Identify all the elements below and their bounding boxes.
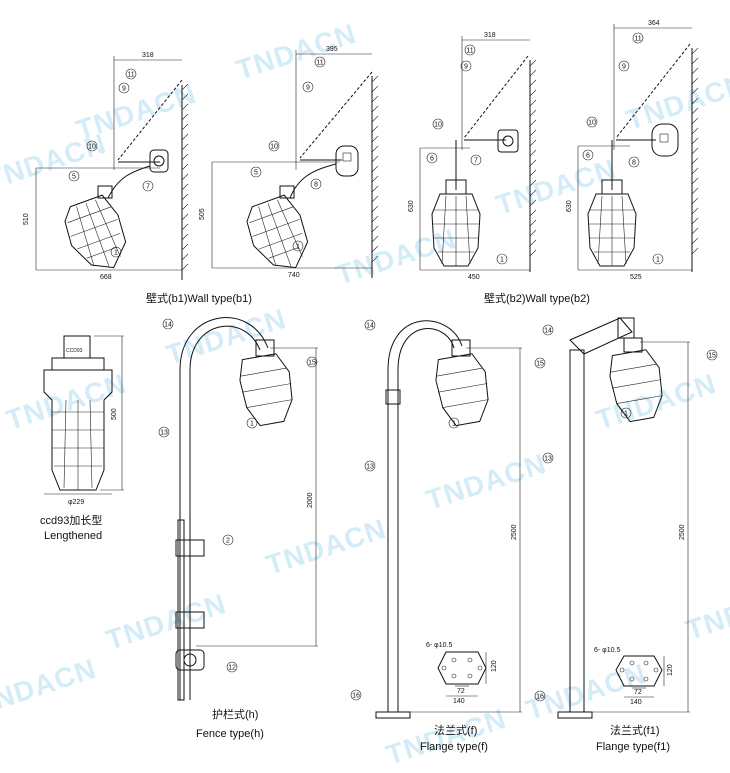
callout-1: 1 bbox=[624, 411, 628, 418]
flange-f-drawing: 2500 6- φ10.5 72 140 120 14 15 1 13 16 bbox=[350, 319, 546, 719]
dim-b2b-height: 630 bbox=[566, 200, 573, 212]
ccd93-drawing: CCD93 500 φ229 bbox=[43, 335, 124, 506]
dim-b1a-width: 668 bbox=[100, 274, 112, 281]
dim-b2a-top: 318 bbox=[484, 32, 496, 39]
callout-7: 7 bbox=[474, 158, 478, 165]
callout-10: 10 bbox=[270, 144, 278, 151]
callout-10: 10 bbox=[88, 144, 96, 151]
dim-b2a-height: 630 bbox=[408, 200, 415, 212]
caption-flange-f1-line1: 法兰式(f1) bbox=[610, 723, 660, 737]
callout-16: 16 bbox=[536, 694, 544, 701]
callout-6: 6 bbox=[586, 153, 590, 160]
wall-b2-drawing-b: 364 630 525 11 9 10 6 8 1 bbox=[566, 20, 699, 281]
callout-5: 5 bbox=[254, 170, 258, 177]
caption-ccd93-line1: ccd93加长型 bbox=[40, 513, 102, 527]
caption-flange-f-line2: Flange type(f) bbox=[420, 741, 488, 753]
callout-1: 1 bbox=[250, 421, 254, 428]
watermark-text: TNDACN bbox=[492, 153, 620, 221]
callout-10: 10 bbox=[434, 122, 442, 129]
watermark-text: TNDACN bbox=[262, 513, 390, 581]
caption-ccd93-line2: Lengthened bbox=[44, 530, 102, 542]
dim-flange-f-140: 140 bbox=[453, 698, 465, 705]
callout-1: 1 bbox=[452, 421, 456, 428]
caption-flange-f1-line2: Flange type(f1) bbox=[596, 741, 670, 753]
fence-type-drawing: 2000 14 15 1 13 2 12 bbox=[158, 317, 318, 701]
dim-b1a-top: 318 bbox=[142, 52, 154, 59]
callout-13: 13 bbox=[544, 456, 552, 463]
wall-b1-drawing-b: 395 505 740 11 9 10 5 8 1 bbox=[199, 46, 379, 279]
dim-b2b-top: 364 bbox=[648, 20, 660, 27]
callout-8: 8 bbox=[632, 160, 636, 167]
caption-flange-f-line1: 法兰式(f) bbox=[434, 723, 477, 737]
callout-14: 14 bbox=[544, 328, 552, 335]
dim-flange-f-holes: 6- φ10.5 bbox=[426, 642, 452, 649]
callout-7: 7 bbox=[146, 184, 150, 191]
dim-fence-height: 2000 bbox=[307, 492, 314, 508]
callout-2: 2 bbox=[226, 538, 230, 545]
dim-flange-f1-72: 72 bbox=[634, 689, 642, 696]
callout-1: 1 bbox=[656, 257, 660, 264]
wall-b1-drawing-a: 318 510 668 11 9 10 5 7 1 bbox=[23, 52, 189, 281]
dim-flange-f1-140: 140 bbox=[630, 699, 642, 706]
callout-10: 10 bbox=[588, 120, 596, 127]
callout-11: 11 bbox=[316, 60, 323, 67]
callout-6: 6 bbox=[430, 156, 434, 163]
flange-f1-drawing: 2500 6- φ10.5 72 140 120 14 15 1 13 16 bbox=[534, 317, 718, 719]
callout-11: 11 bbox=[634, 36, 641, 43]
callout-16: 16 bbox=[352, 693, 360, 700]
callout-9: 9 bbox=[622, 64, 626, 71]
caption-fence-line1: 护栏式(h) bbox=[212, 707, 258, 721]
callout-12: 12 bbox=[228, 665, 236, 672]
watermark-text: TNDACN bbox=[102, 588, 230, 656]
dim-b1b-top: 395 bbox=[326, 46, 338, 53]
watermark-text: TNDACN bbox=[592, 368, 720, 436]
caption-fence-line2: Fence type(h) bbox=[196, 728, 264, 740]
callout-14: 14 bbox=[164, 322, 172, 329]
dim-flange-f-72: 72 bbox=[457, 688, 465, 695]
dim-b2b-width: 525 bbox=[630, 274, 642, 281]
dim-flange-f1-120: 120 bbox=[667, 664, 674, 676]
wall-b2-drawing-a: 318 630 450 11 9 10 6 7 1 bbox=[408, 32, 537, 281]
callout-15: 15 bbox=[708, 353, 716, 360]
callout-8: 8 bbox=[314, 182, 318, 189]
watermark-text: TNDACN bbox=[332, 223, 460, 291]
watermark-text: TNDACN bbox=[0, 128, 110, 196]
watermark-text: TNDACN bbox=[682, 578, 730, 646]
dim-b2a-width: 450 bbox=[468, 274, 480, 281]
dim-b1a-height: 510 bbox=[23, 213, 30, 225]
callout-5: 5 bbox=[72, 174, 76, 181]
dim-b1b-width: 740 bbox=[288, 272, 300, 279]
dim-flange-f1-height: 2500 bbox=[679, 524, 686, 540]
dim-ccd93-dia: φ229 bbox=[68, 499, 84, 506]
caption-wall-b2: 壁式(b2)Wall type(b2) bbox=[484, 291, 590, 305]
callout-13: 13 bbox=[160, 430, 168, 437]
dim-flange-f1-holes: 6- φ10.5 bbox=[594, 647, 620, 654]
callout-14: 14 bbox=[366, 323, 374, 330]
watermark-text: TNDACN bbox=[0, 653, 100, 721]
dim-flange-f-height: 2500 bbox=[511, 524, 518, 540]
callout-11: 11 bbox=[127, 72, 134, 79]
callout-15: 15 bbox=[536, 361, 544, 368]
caption-wall-b1: 壁式(b1)Wall type(b1) bbox=[146, 291, 252, 305]
watermark-text: TNDACN bbox=[622, 68, 730, 136]
watermark-text: TNDACN bbox=[522, 658, 650, 726]
callout-9: 9 bbox=[122, 86, 126, 93]
callout-1: 1 bbox=[114, 250, 118, 257]
dim-flange-f-120: 120 bbox=[491, 660, 498, 672]
callout-1: 1 bbox=[500, 257, 504, 264]
dim-ccd93-height: 500 bbox=[111, 408, 118, 420]
callout-9: 9 bbox=[306, 85, 310, 92]
callout-15: 15 bbox=[308, 360, 316, 367]
callout-9: 9 bbox=[464, 64, 468, 71]
ccd93-label: CCD93 bbox=[66, 348, 83, 354]
watermark-text: TNDACN bbox=[422, 448, 550, 516]
callout-13: 13 bbox=[366, 464, 374, 471]
watermark-text: TNDACN bbox=[162, 303, 290, 371]
dim-b1b-height: 505 bbox=[199, 208, 206, 220]
callout-1: 1 bbox=[296, 244, 300, 251]
callout-11: 11 bbox=[466, 48, 473, 55]
